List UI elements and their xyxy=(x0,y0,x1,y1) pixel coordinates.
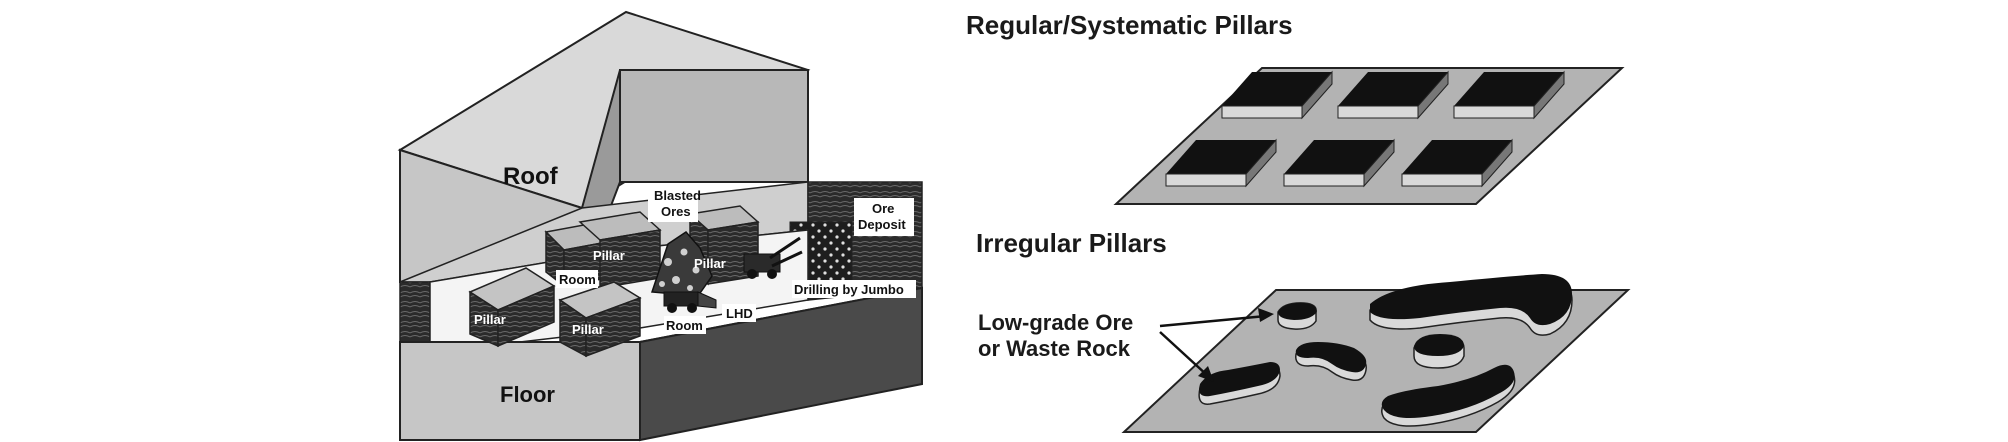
room-and-pillar-block xyxy=(397,10,923,442)
callout-label-line1: Low-grade Ore xyxy=(978,310,1133,335)
regular-pillar-blocks xyxy=(1165,70,1565,188)
regular-pillars-title: Regular/Systematic Pillars xyxy=(966,10,1293,40)
irregular-pillar-2 xyxy=(1369,274,1573,336)
ore-deposit-label-line1: Ore xyxy=(872,201,894,216)
ore-deposit-label-line2: Deposit xyxy=(858,217,906,232)
callout-arrows xyxy=(1159,308,1274,382)
lhd-label: LHD xyxy=(726,306,753,321)
roof-back-wall xyxy=(619,69,809,183)
pillar-back-middle xyxy=(578,211,662,289)
blasted-ores-label-bg xyxy=(648,186,698,222)
irregular-pillar-1 xyxy=(1277,302,1317,330)
roof-label: Roof xyxy=(503,163,559,190)
callout-label-line2: or Waste Rock xyxy=(978,336,1131,361)
pillar-front-left xyxy=(468,267,556,348)
lhd-label-bg xyxy=(722,304,756,322)
pillar-label-front-right: Pillar xyxy=(572,322,604,337)
regular-pillar-1 xyxy=(1221,70,1333,120)
blasted-ores-label-line2: Ores xyxy=(661,204,691,219)
room-label-upper-bg xyxy=(556,270,598,288)
irregular-pillar-4 xyxy=(1413,334,1465,369)
room-label-upper: Room xyxy=(559,272,596,287)
regular-pillar-6 xyxy=(1401,138,1513,188)
pillar-label-back-right: Pillar xyxy=(694,256,726,271)
ore-deposit-label-bg xyxy=(854,198,914,236)
room-label-lower: Room xyxy=(666,318,703,333)
pillar-label-front-left: Pillar xyxy=(474,312,506,327)
pillar-label-back-left: Pillar xyxy=(593,248,625,263)
irregular-pillar-6 xyxy=(1381,364,1516,427)
drilling-label: Drilling by Jumbo xyxy=(794,282,904,297)
irregular-pillar-5 xyxy=(1198,362,1281,405)
regular-pillar-2 xyxy=(1337,70,1449,120)
pillar-front-right xyxy=(558,281,642,358)
drilling-label-bg xyxy=(792,280,916,298)
lhd-vehicle xyxy=(663,291,717,313)
ore-band-left xyxy=(399,281,431,343)
regular-pillar-4 xyxy=(1165,138,1277,188)
regular-pillar-3 xyxy=(1453,70,1565,120)
floor-side-face xyxy=(639,286,923,442)
room-label-lower-bg xyxy=(664,316,706,334)
regular-pillar-5 xyxy=(1283,138,1395,188)
irregular-pillar-shapes xyxy=(1198,274,1573,427)
irregular-pillars-title: Irregular Pillars xyxy=(976,228,1167,258)
drilling-jumbo xyxy=(743,236,803,279)
irregular-pillar-3 xyxy=(1295,342,1367,382)
floor-label: Floor xyxy=(500,382,555,407)
blasted-ores-label-line1: Blasted xyxy=(654,188,701,203)
